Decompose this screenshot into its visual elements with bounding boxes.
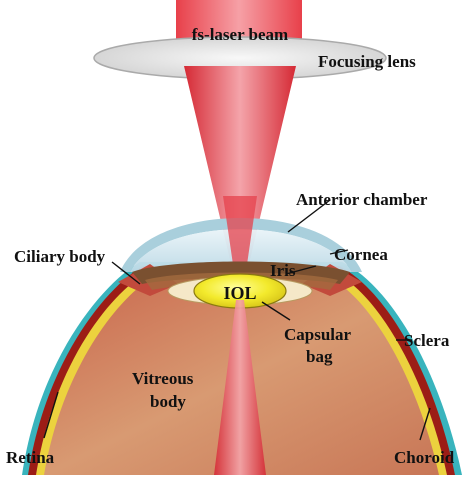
label-anterior-chamber: Anterior chamber <box>296 190 428 209</box>
label-cornea: Cornea <box>334 245 388 264</box>
cornea-rim <box>120 218 362 272</box>
leader-ciliary-body <box>111 261 141 285</box>
leader-lines <box>43 199 431 441</box>
label-sclera: Sclera <box>404 331 450 350</box>
label-body: body <box>150 392 186 411</box>
label-vitreous: Vitreous <box>132 369 194 388</box>
label-iris: Iris <box>270 261 296 280</box>
leader-choroid <box>419 407 431 441</box>
label-choroid: Choroid <box>394 448 455 467</box>
leader-cornea <box>329 249 349 255</box>
laser-beam-vitreous <box>214 300 266 475</box>
label-bag: bag <box>306 347 333 366</box>
label-retina: Retina <box>6 448 55 467</box>
leader-anterior-chamber <box>287 199 331 233</box>
leader-iris <box>285 265 317 275</box>
label-focusing-lens: Focusing lens <box>318 52 416 71</box>
laser-beam-in-cornea <box>223 196 257 285</box>
leader-retina <box>43 391 59 439</box>
label-iol: IOL <box>223 283 256 303</box>
laser-beam-cone <box>184 66 296 285</box>
label-fs-laser-beam: fs-laser beam <box>192 25 288 44</box>
leader-capsular-bag <box>261 301 291 321</box>
label-ciliary-body: Ciliary body <box>14 247 106 266</box>
label-capsular: Capsular <box>284 325 352 344</box>
